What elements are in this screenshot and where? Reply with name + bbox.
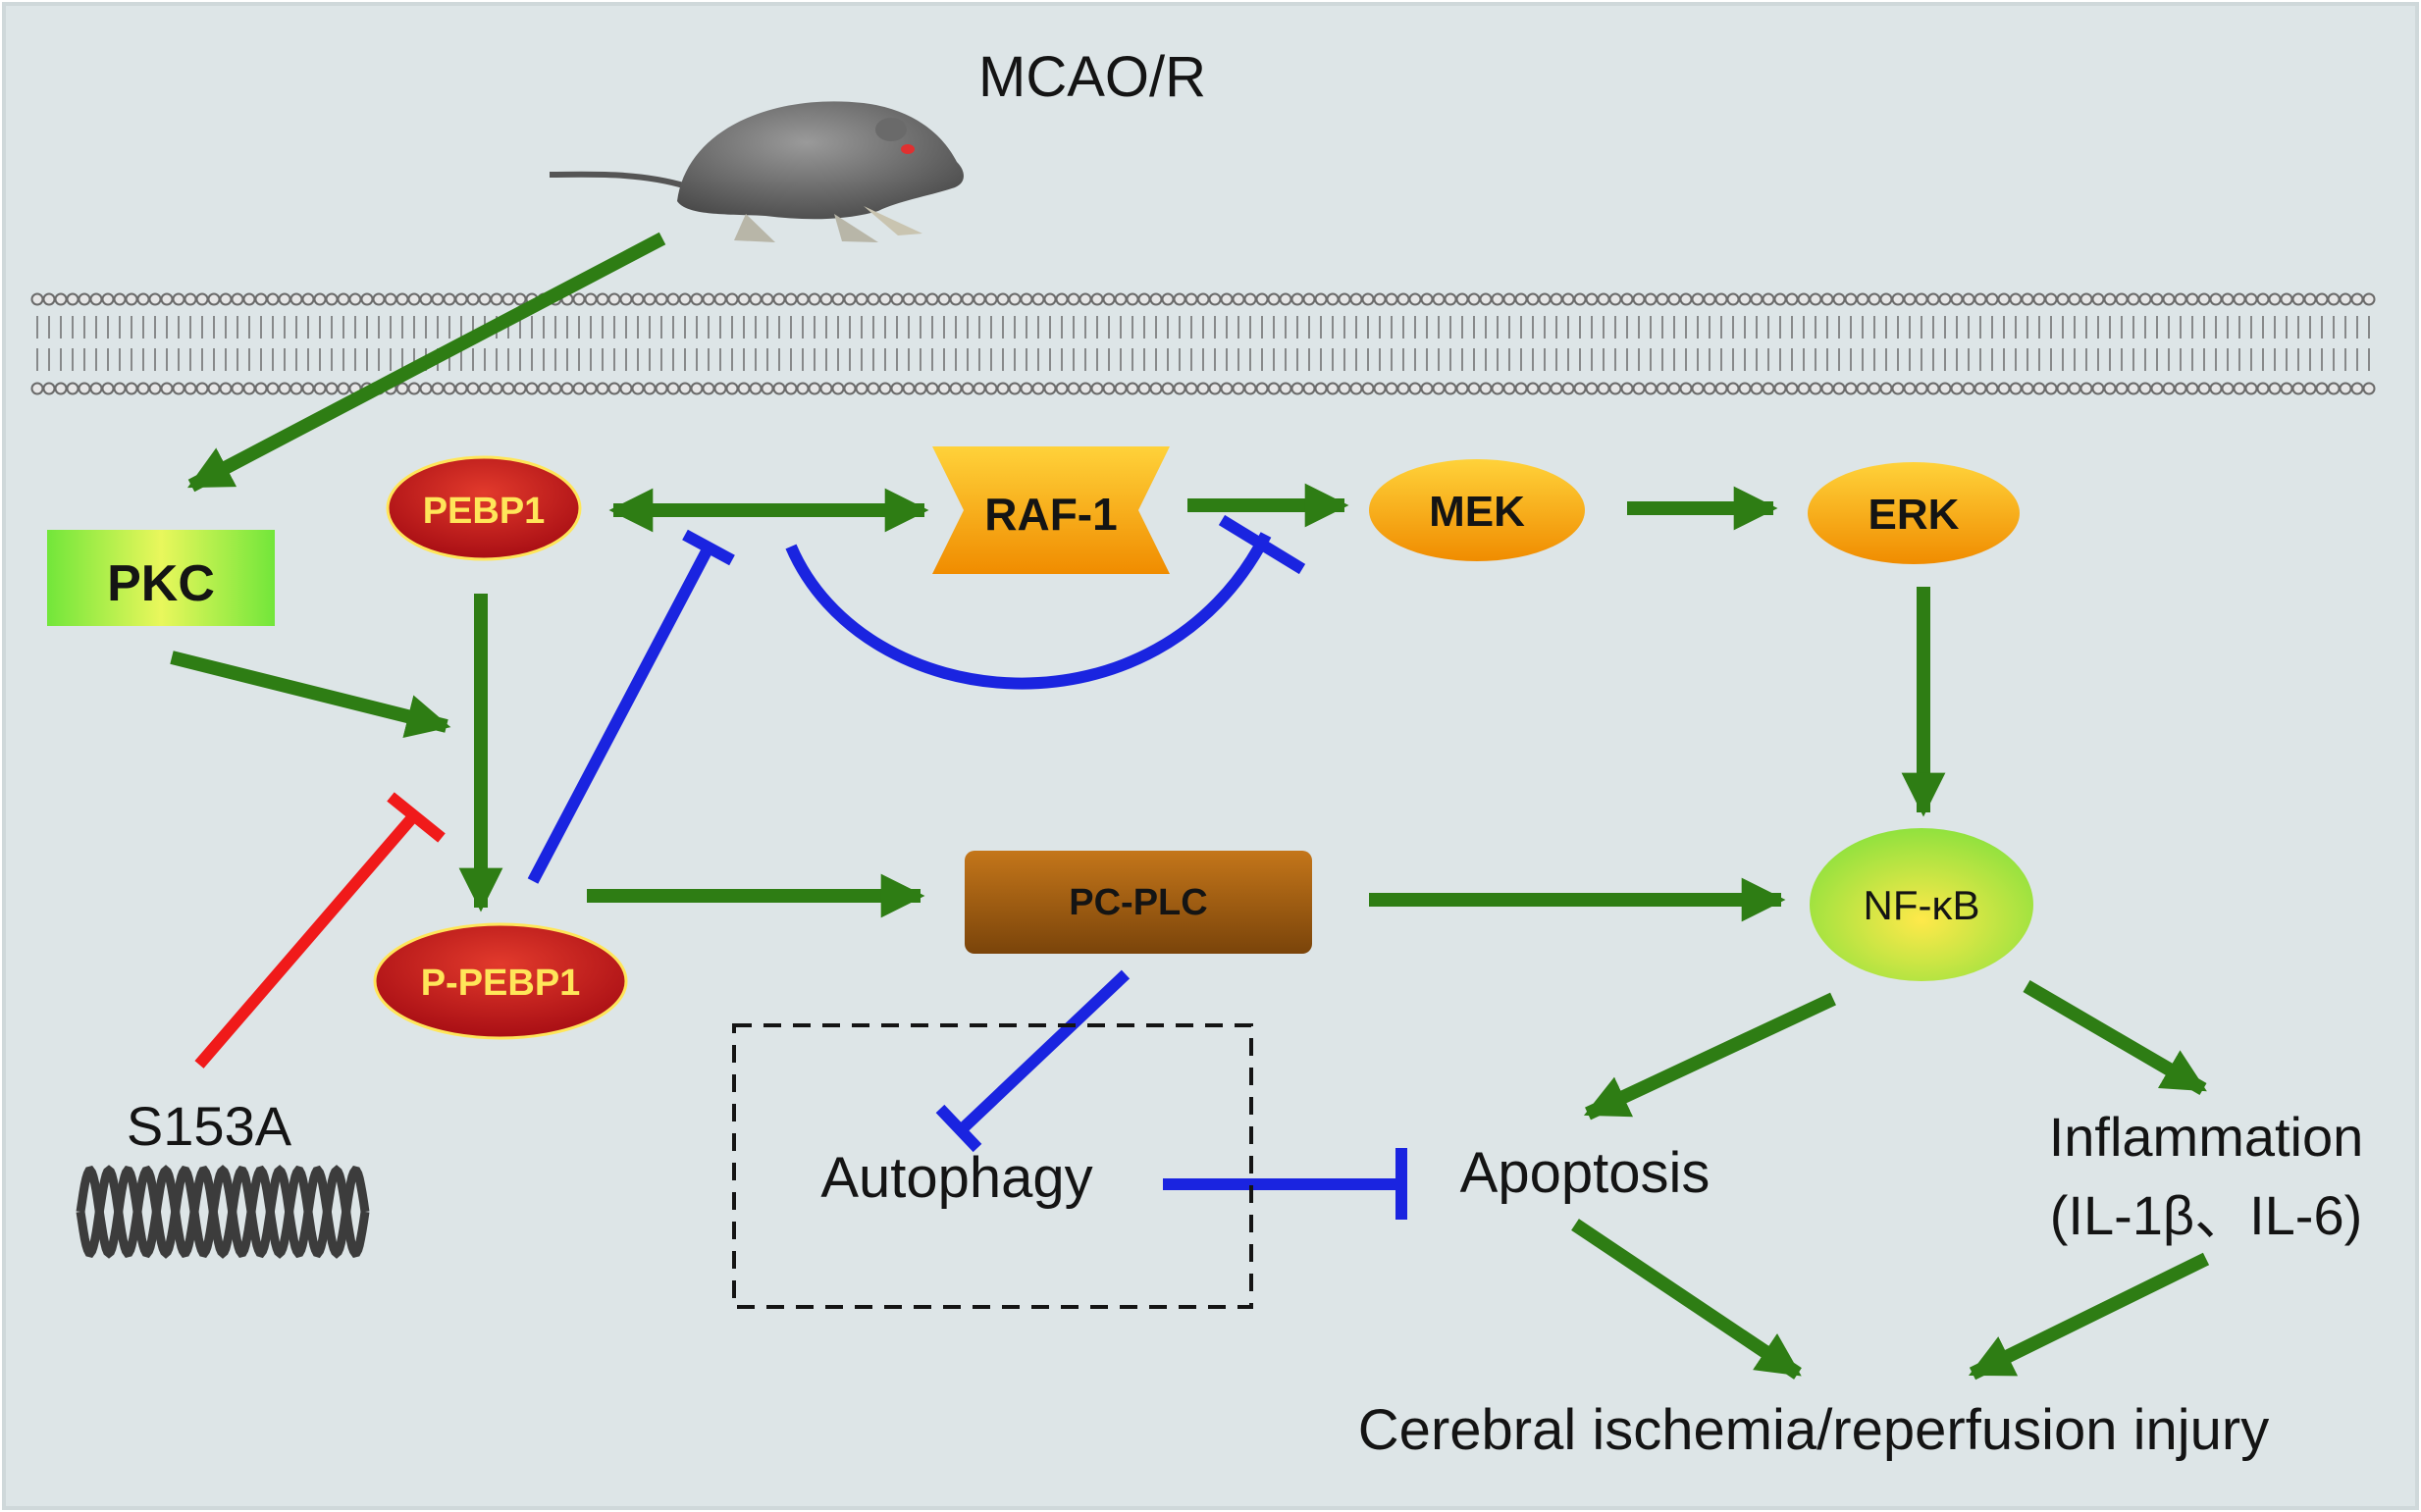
s153a-label: S153A [127, 1095, 292, 1157]
node-pc-plc: PC-PLC [965, 851, 1312, 954]
injury-label: Cerebral ischemia/reperfusion injury [1358, 1398, 2269, 1462]
autophagy-label: Autophagy [820, 1146, 1092, 1210]
arrow-pkc-to-phosphorylation [170, 651, 451, 738]
arrow-nfkb-to-inflammation [2023, 979, 2207, 1096]
arrow-mcao-to-pkc [187, 232, 666, 493]
node-pkc-label: PKC [107, 555, 215, 612]
activation-arrows [170, 232, 2210, 1381]
node-mek-label: MEK [1429, 488, 1525, 536]
node-erk: ERK [1808, 462, 2020, 564]
inhibit-s153a-to-phosphorylation [194, 792, 446, 1069]
rat-icon [549, 101, 964, 242]
node-p-pebp1-label: P-PEBP1 [421, 963, 581, 1004]
inflammation-cytokines-label: (IL-1β、IL-6) [2050, 1184, 2363, 1246]
arrow-inflammation-to-injury [1968, 1252, 2210, 1381]
node-nfkb: NF-κB [1810, 828, 2033, 981]
arrow-apoptosis-to-injury [1571, 1219, 1802, 1380]
inhibit-autophagy-to-apoptosis [1163, 1148, 1407, 1220]
node-pebp1-label: PEBP1 [423, 491, 546, 532]
node-mek: MEK [1369, 459, 1585, 561]
inhibit-raf1-to-mek-arc [785, 514, 1306, 690]
node-pc-plc-label: PC-PLC [1069, 882, 1207, 923]
node-nfkb-label: NF-κB [1864, 882, 1980, 928]
mcao-r-label: MCAO/R [978, 45, 1206, 109]
autophagy-dashed-box [732, 1023, 1253, 1309]
inflammation-label: Inflammation [2049, 1106, 2364, 1168]
apoptosis-label: Apoptosis [1460, 1141, 1710, 1205]
inhibit-p-pebp1-to-raf1-link [527, 529, 735, 884]
node-erk-label: ERK [1868, 491, 1960, 539]
node-pebp1: PEBP1 [386, 455, 582, 561]
node-p-pebp1: P-PEBP1 [373, 922, 628, 1040]
dna-helix-icon [76, 1165, 370, 1259]
node-raf1-label: RAF-1 [984, 489, 1117, 540]
arrow-nfkb-to-apoptosis [1583, 992, 1836, 1121]
inhibition-edges [194, 514, 1407, 1220]
node-pkc: PKC [47, 530, 275, 626]
inhibit-pc-plc-to-autophagy [935, 969, 1131, 1153]
node-raf1: RAF-1 [932, 446, 1170, 574]
